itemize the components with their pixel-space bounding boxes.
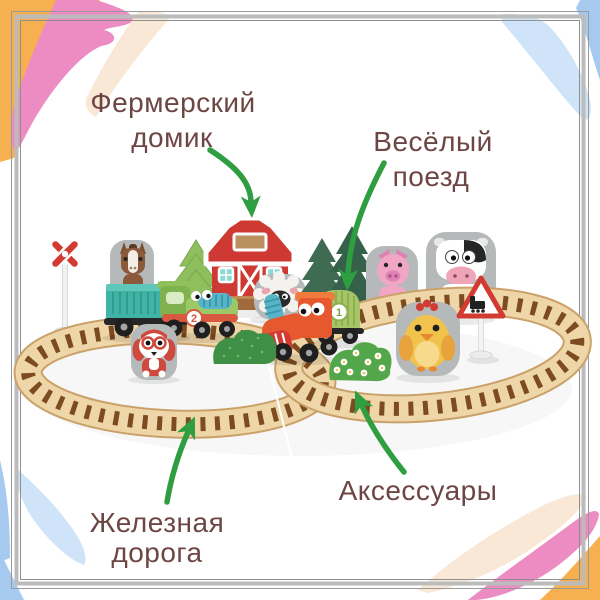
green-locomotive-number: 2 <box>191 313 197 325</box>
crossing-x-sign-icon <box>49 238 81 270</box>
label-farmhouse-line2: домик <box>131 122 213 153</box>
frame-band <box>14 14 586 586</box>
brushstroke-pink-top-left <box>10 0 133 153</box>
daisy-flowers-icon <box>333 349 386 377</box>
photo-frame <box>11 11 589 589</box>
frame-inner-line <box>20 20 580 580</box>
arrow-to-track <box>164 416 196 505</box>
barn-loft-window <box>232 232 268 252</box>
label-farmhouse: Фермерский домик <box>90 87 261 218</box>
label-accessories: Аксессуары <box>339 390 498 506</box>
frame-outer-line <box>11 11 589 589</box>
label-farmhouse-line1: Фермерский <box>90 87 255 118</box>
brushstroke-cream-top-left <box>85 11 171 118</box>
label-train: Весёлый поезд <box>338 126 492 291</box>
label-railway-line2: дорога <box>111 537 202 568</box>
brushstroke-blue-top-right <box>502 13 591 120</box>
arrow-to-bush <box>354 390 407 475</box>
green-locomotive: 2 <box>157 281 242 343</box>
label-railway: Железная дорога <box>90 416 224 568</box>
train-warning-sign <box>456 275 506 364</box>
label-railway-line1: Железная <box>90 507 224 538</box>
arrow-to-barn <box>207 147 261 218</box>
brushstroke-blue-bottom-left <box>15 468 86 565</box>
brushstroke-cream-bottom-right <box>418 494 587 593</box>
dog-figure <box>128 324 180 384</box>
label-train-line2: поезд <box>393 161 470 192</box>
arrow-to-train <box>338 160 387 291</box>
farm-barn <box>202 215 298 318</box>
flower-bush <box>329 342 392 382</box>
chick-figure <box>396 299 460 383</box>
label-train-line1: Весёлый <box>373 126 492 157</box>
label-accessories-line1: Аксессуары <box>339 475 498 506</box>
brushstroke-pink-bottom-right <box>468 511 599 600</box>
toy-scene: 2 1 <box>13 215 592 552</box>
train-glyph-icon <box>470 296 485 313</box>
brushstroke-blue-bottom-left-outer <box>0 460 24 600</box>
plain-bush <box>213 329 277 365</box>
covered-wagon-number: 1 <box>336 307 342 319</box>
annotations: Фермерский домик Весёлый поезд Железная … <box>90 87 498 568</box>
